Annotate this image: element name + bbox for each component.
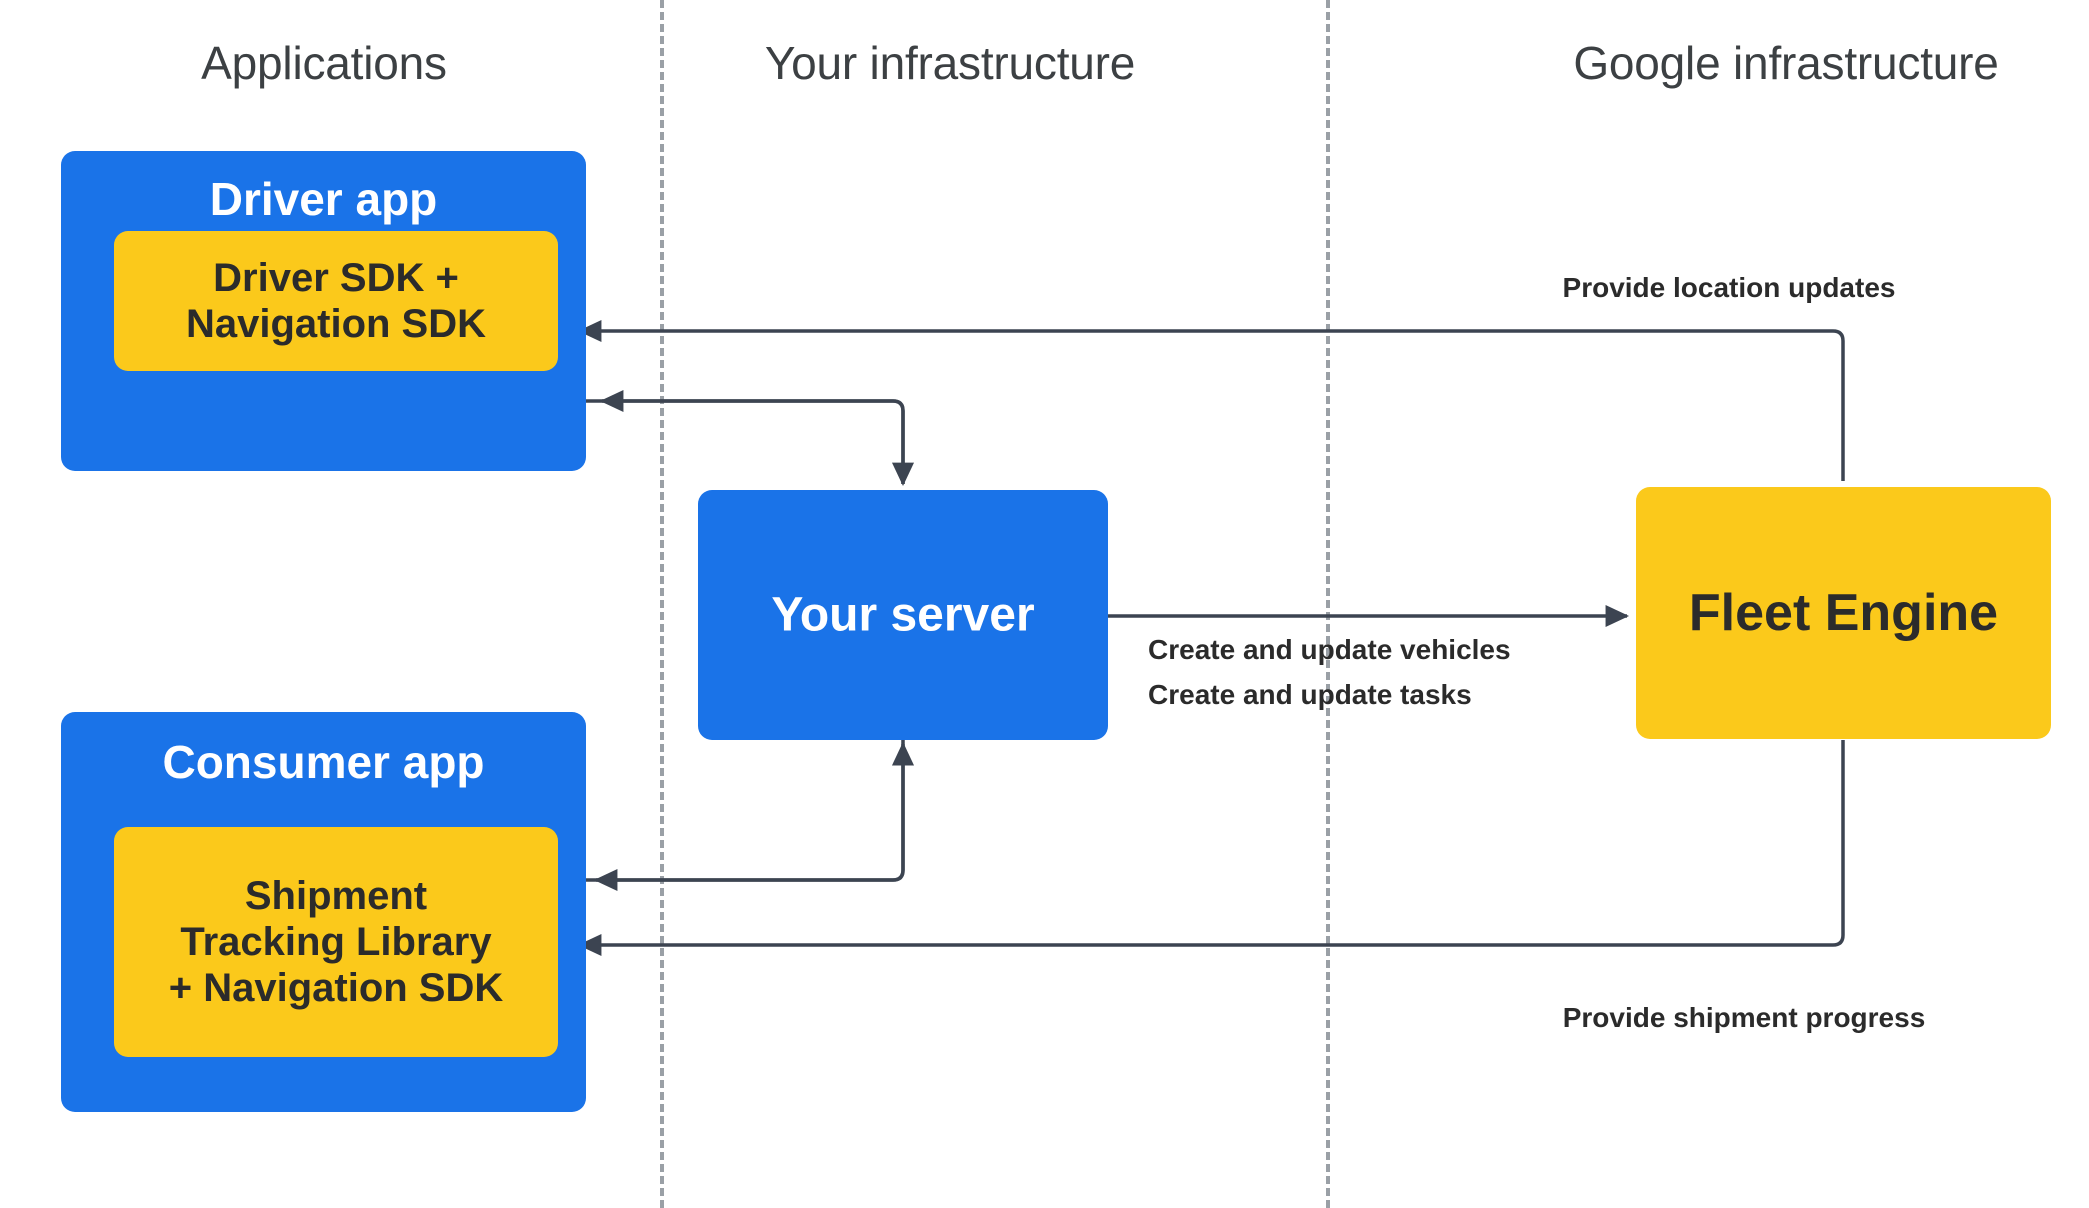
fleet-engine-title: Fleet Engine — [1688, 584, 1999, 642]
node-driver-sdk[interactable]: Driver SDK + Navigation SDK — [114, 231, 558, 371]
flow-label-create-and-update-tasks: Create and update tasks — [1148, 679, 1472, 710]
driver-sdk-line-1: Driver SDK + — [213, 256, 459, 300]
node-shipment-tracking-library[interactable]: Shipment Tracking Library + Navigation S… — [114, 827, 558, 1057]
connector-server-to-driver-app — [599, 389, 905, 484]
your-server-title: Your server — [771, 588, 1035, 642]
node-your-server[interactable]: Your server — [698, 490, 1108, 740]
consumer-sdk-line-2: Tracking Library — [180, 920, 492, 964]
flow-label-create-and-update-vehicles: Create and update vehicles — [1148, 634, 1511, 665]
consumer-app-title: Consumer app — [162, 736, 485, 788]
connector-server-to-consumer-app — [593, 740, 905, 892]
driver-app-title: Driver app — [209, 173, 438, 225]
node-consumer-app[interactable]: Consumer app Shipment Tracking Library +… — [61, 712, 586, 1112]
driver-sdk-line-2: Navigation SDK — [185, 302, 487, 346]
consumer-sdk-line-1: Shipment — [244, 874, 428, 918]
divider-applications-infrastructure — [660, 0, 664, 1208]
connector-provide-location-updates — [577, 319, 1845, 481]
consumer-sdk-line-3: + Navigation SDK — [168, 966, 504, 1010]
column-header-applications: Applications — [201, 37, 447, 89]
column-header-your-infrastructure: Your infrastructure — [764, 37, 1136, 89]
connector-provide-shipment-progress — [577, 740, 1845, 957]
divider-infrastructure-google — [1326, 0, 1330, 1208]
node-driver-app[interactable]: Driver app Driver SDK + Navigation SDK — [61, 151, 586, 471]
node-fleet-engine[interactable]: Fleet Engine — [1636, 487, 2051, 739]
flow-label-provide-location-updates: Provide location updates — [1562, 272, 1896, 303]
column-header-google-infrastructure: Google infrastructure — [1573, 37, 1999, 89]
connector-driver-app-to-server — [586, 399, 915, 487]
flow-label-provide-shipment-progress: Provide shipment progress — [1562, 1002, 1926, 1033]
connector-consumer-app-to-server — [586, 741, 915, 882]
